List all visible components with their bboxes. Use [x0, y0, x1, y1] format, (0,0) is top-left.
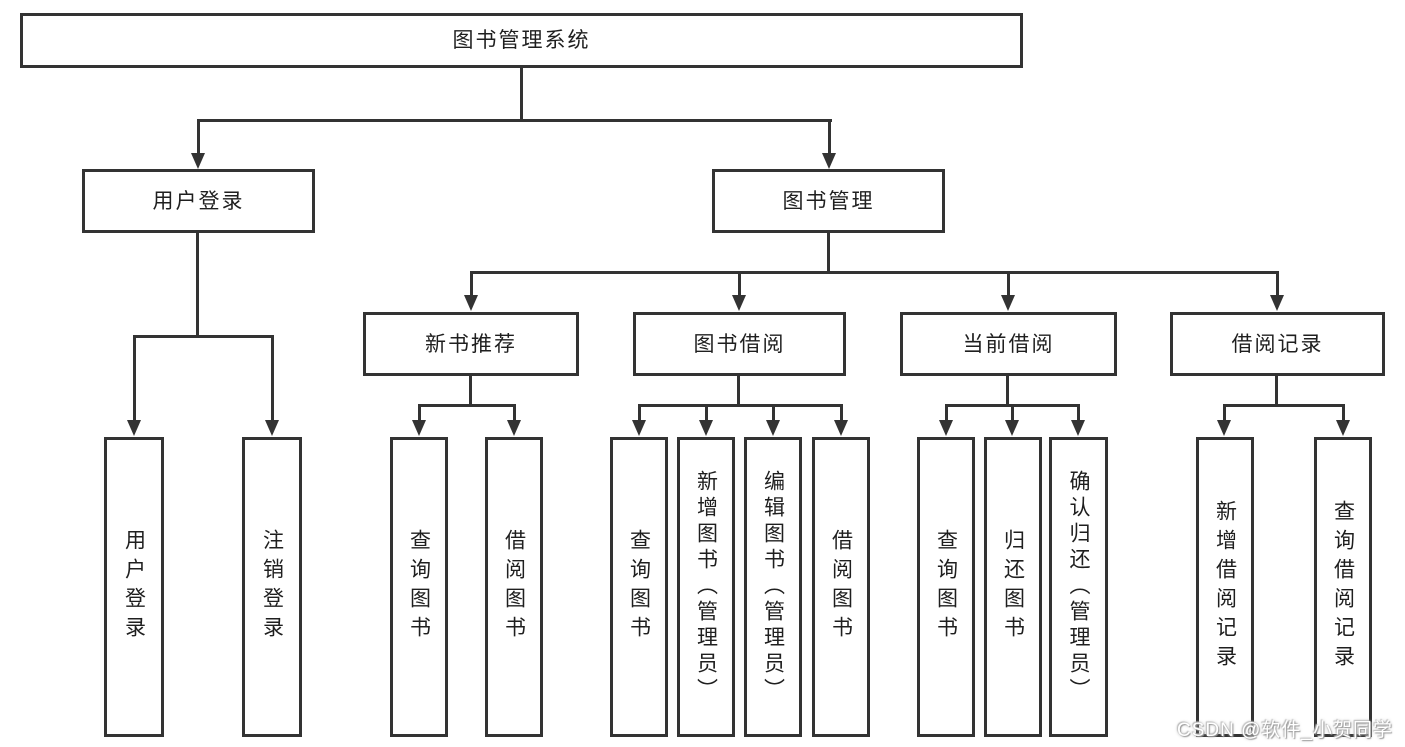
arrow-down-icon — [1005, 420, 1019, 436]
node-leaf-add-book-label: 新增图书（管理员） — [694, 470, 718, 704]
connector-line — [133, 335, 136, 422]
node-borrow-records-label: 借阅记录 — [1231, 332, 1324, 356]
connector-line — [197, 119, 832, 122]
arrow-down-icon — [699, 420, 713, 436]
arrow-down-icon — [1217, 420, 1231, 436]
connector-line — [133, 335, 274, 338]
connector-line — [828, 119, 831, 155]
connector-line — [638, 404, 843, 407]
node-leaf-borrow-book-2-label: 借阅图书 — [829, 529, 853, 645]
connector-line — [470, 271, 1278, 274]
connector-line — [1275, 374, 1278, 407]
arrow-down-icon — [766, 420, 780, 436]
arrow-down-icon — [632, 420, 646, 436]
connector-line — [418, 404, 421, 422]
connector-line — [1077, 404, 1080, 422]
arrow-down-icon — [939, 420, 953, 436]
node-leaf-logout: 注销登录 — [242, 437, 302, 737]
node-leaf-logout-label: 注销登录 — [260, 529, 284, 645]
connector-line — [1007, 271, 1010, 297]
arrow-down-icon — [464, 295, 478, 311]
connector-line — [469, 374, 472, 407]
node-current-borrow-label: 当前借阅 — [962, 332, 1055, 356]
node-user-login-label: 用户登录 — [152, 189, 245, 213]
node-book-mgmt-label: 图书管理 — [782, 189, 875, 213]
connector-line — [840, 404, 843, 422]
node-leaf-query-borrow-record: 查询借阅记录 — [1314, 437, 1372, 737]
node-leaf-borrow-book-1: 借阅图书 — [485, 437, 543, 737]
node-leaf-borrow-book-1-label: 借阅图书 — [502, 529, 526, 645]
arrow-down-icon — [127, 420, 141, 436]
connector-line — [513, 404, 516, 422]
arrow-down-icon — [507, 420, 521, 436]
node-book-mgmt: 图书管理 — [712, 169, 945, 233]
node-new-book-rec-label: 新书推荐 — [425, 332, 517, 356]
connector-line — [271, 335, 274, 422]
node-leaf-confirm-return: 确认归还（管理员） — [1049, 437, 1108, 737]
node-leaf-query-borrow-record-label: 查询借阅记录 — [1331, 500, 1355, 674]
arrow-down-icon — [822, 153, 836, 169]
node-leaf-edit-book-label: 编辑图书（管理员） — [761, 470, 785, 704]
node-leaf-add-borrow-record-label: 新增借阅记录 — [1213, 500, 1237, 674]
connector-line — [1006, 374, 1009, 407]
node-leaf-query-book-3: 查询图书 — [917, 437, 975, 737]
connector-line — [1276, 271, 1279, 297]
arrow-down-icon — [191, 153, 205, 169]
node-borrow-records: 借阅记录 — [1170, 312, 1385, 376]
arrow-down-icon — [1270, 295, 1284, 311]
node-leaf-user-login-label: 用户登录 — [122, 529, 146, 645]
connector-line — [737, 374, 740, 407]
node-user-login: 用户登录 — [82, 169, 315, 233]
connector-line — [827, 231, 830, 274]
arrow-down-icon — [732, 295, 746, 311]
node-leaf-confirm-return-label: 确认归还（管理员） — [1067, 470, 1090, 704]
node-current-borrow: 当前借阅 — [900, 312, 1117, 376]
node-leaf-borrow-book-2: 借阅图书 — [812, 437, 870, 737]
node-leaf-query-book-2-label: 查询图书 — [627, 529, 651, 645]
connector-line — [1011, 404, 1014, 422]
node-book-borrow: 图书借阅 — [633, 312, 846, 376]
arrow-down-icon — [265, 420, 279, 436]
connector-line — [1223, 404, 1345, 407]
connector-line — [196, 231, 199, 338]
node-leaf-return-book-label: 归还图书 — [1001, 529, 1025, 645]
arrow-down-icon — [412, 420, 426, 436]
connector-line — [1342, 404, 1345, 422]
connector-line — [418, 404, 516, 407]
connector-line — [738, 271, 741, 297]
connector-line — [638, 404, 641, 422]
connector-line — [772, 404, 775, 422]
connector-line — [1223, 404, 1226, 422]
node-leaf-edit-book: 编辑图书（管理员） — [744, 437, 802, 737]
arrow-down-icon — [1336, 420, 1350, 436]
connector-line — [470, 271, 473, 297]
node-leaf-add-borrow-record: 新增借阅记录 — [1196, 437, 1254, 737]
node-root-label: 图书管理系统 — [452, 29, 591, 52]
node-leaf-user-login: 用户登录 — [104, 437, 164, 737]
node-leaf-query-book-1-label: 查询图书 — [407, 529, 431, 645]
node-leaf-query-book-3-label: 查询图书 — [934, 529, 958, 645]
node-new-book-rec: 新书推荐 — [363, 312, 579, 376]
node-root: 图书管理系统 — [20, 13, 1023, 68]
node-leaf-query-book-1: 查询图书 — [390, 437, 448, 737]
node-book-borrow-label: 图书借阅 — [693, 332, 786, 356]
arrow-down-icon — [834, 420, 848, 436]
arrow-down-icon — [1001, 295, 1015, 311]
connector-line — [520, 66, 523, 122]
connector-line — [945, 404, 948, 422]
node-leaf-return-book: 归还图书 — [984, 437, 1042, 737]
arrow-down-icon — [1071, 420, 1085, 436]
node-leaf-query-book-2: 查询图书 — [610, 437, 668, 737]
node-leaf-add-book: 新增图书（管理员） — [677, 437, 735, 737]
connector-line — [197, 119, 200, 155]
connector-line — [705, 404, 708, 422]
